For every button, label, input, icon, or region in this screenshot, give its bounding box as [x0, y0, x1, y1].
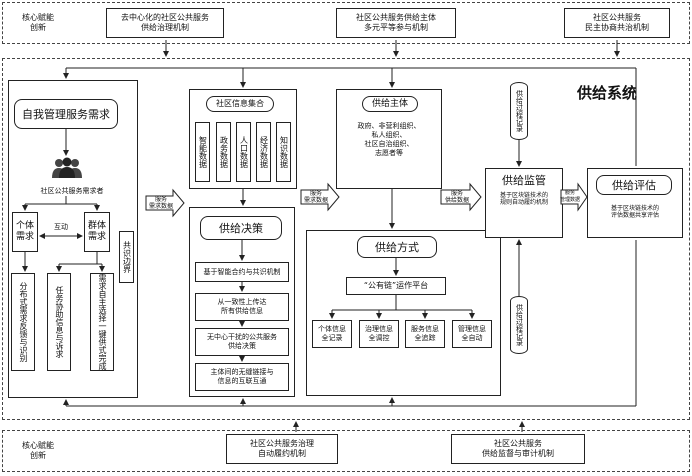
decision-step-1: 基于智能合约与共识机制 [195, 262, 289, 282]
decision-step-4: 主体间的无缝链接与 信息的互联互通 [195, 363, 289, 391]
supervision-panel [485, 168, 563, 238]
info-item-4: 经济数据 [256, 122, 271, 182]
top-mechanism-decentralized: 去中心化的社区公共服务 供给治理机制 [106, 8, 224, 38]
arrow-label-4: 服务 管理数据 [560, 190, 581, 203]
supervision-body: 基于区块链技术的 规则自动履约机制 [499, 192, 548, 206]
info-item-1: 智能数据 [195, 122, 210, 182]
evaluation-body: 基于区块链技术的 评估数据共享评估 [610, 205, 659, 219]
ledger-process-record-top: 供给过程记录 [510, 82, 528, 140]
arrow-demand-data-1: 服务 需求数据 [145, 188, 185, 218]
arrow-label-2: 服务 需求数据 [303, 190, 328, 204]
bottom-band-label: 核心赋能 创新 [22, 441, 54, 460]
residents-label: 社区公共服务需求者 [40, 186, 104, 195]
mode-platform: “公有链”运作平台 [346, 277, 446, 295]
demand-title: 自我管理服务需求 [14, 99, 118, 129]
arrow-supply-data: 服务 供给数据 [440, 182, 482, 212]
top-mechanism-multi-participation: 社区公共服务供给主体 多元平等参与机制 [336, 8, 456, 38]
residents-icon [50, 157, 84, 179]
mode-item-2: 治理信息 全调控 [359, 320, 399, 348]
decision-title: 供给决策 [200, 216, 282, 240]
arrow-management-data: 服务 管理数据 [560, 182, 588, 212]
arrow-label-3: 服务 供给数据 [444, 190, 469, 204]
bottom-mechanism-auto-fulfillment: 社区公共服务治理 自动履约机制 [226, 434, 338, 464]
supply-system-frame [2, 58, 690, 420]
info-item-2: 政务数据 [216, 122, 231, 182]
evaluation-title: 供给评估 [596, 175, 672, 195]
demand-column-3: 需求自主选择一键供式完成 [90, 273, 114, 371]
mode-item-1: 个体信息 全记录 [312, 320, 352, 348]
info-item-5: 知识数据 [276, 122, 291, 182]
supervision-title: 供给监管 [502, 173, 546, 187]
arrow-label-1: 服务 需求数据 [148, 196, 173, 210]
mode-title: 供给方式 [357, 236, 437, 258]
interaction-label: 互动 [54, 222, 68, 231]
demand-column-2: 任务协助信息与诉求 [47, 273, 71, 371]
bottom-mechanism-audit: 社区公共服务 供给监督与审计机制 [451, 434, 585, 464]
top-mechanism-co-governance: 社区公共服务 民主协商共治机制 [564, 8, 670, 38]
individual-demand: 个体 需求 [12, 212, 38, 252]
subject-title: 供给主体 [362, 96, 418, 112]
info-item-3: 人口数据 [236, 122, 251, 182]
decision-step-3: 无中心干扰的公共服务 供给决策 [195, 328, 289, 356]
demand-column-1: 分布式需求反馈与识别 [11, 273, 35, 371]
supply-system-title: 供给系统 [577, 84, 638, 102]
mode-item-4: 管理信息 全自动 [452, 320, 492, 348]
mode-item-3: 服务信息 全追踪 [405, 320, 445, 348]
group-demand: 群体 需求 [84, 212, 110, 252]
subject-body: 政府、非营利组织、 私人组织、 社区自治组织、 志愿者等 [357, 122, 421, 157]
info-set-title: 社区信息集合 [206, 96, 274, 112]
consensus-boundary: 共识边界 [119, 231, 134, 283]
ledger-process-record-bottom: 供给过程记录 [510, 296, 528, 354]
top-band-label: 核心赋能 创新 [22, 13, 54, 32]
top-band [2, 2, 690, 44]
bottom-band [2, 430, 690, 472]
arrow-demand-data-2: 服务 需求数据 [300, 182, 340, 212]
decision-step-2: 从一致性上传达 所有供给信息 [195, 293, 289, 321]
